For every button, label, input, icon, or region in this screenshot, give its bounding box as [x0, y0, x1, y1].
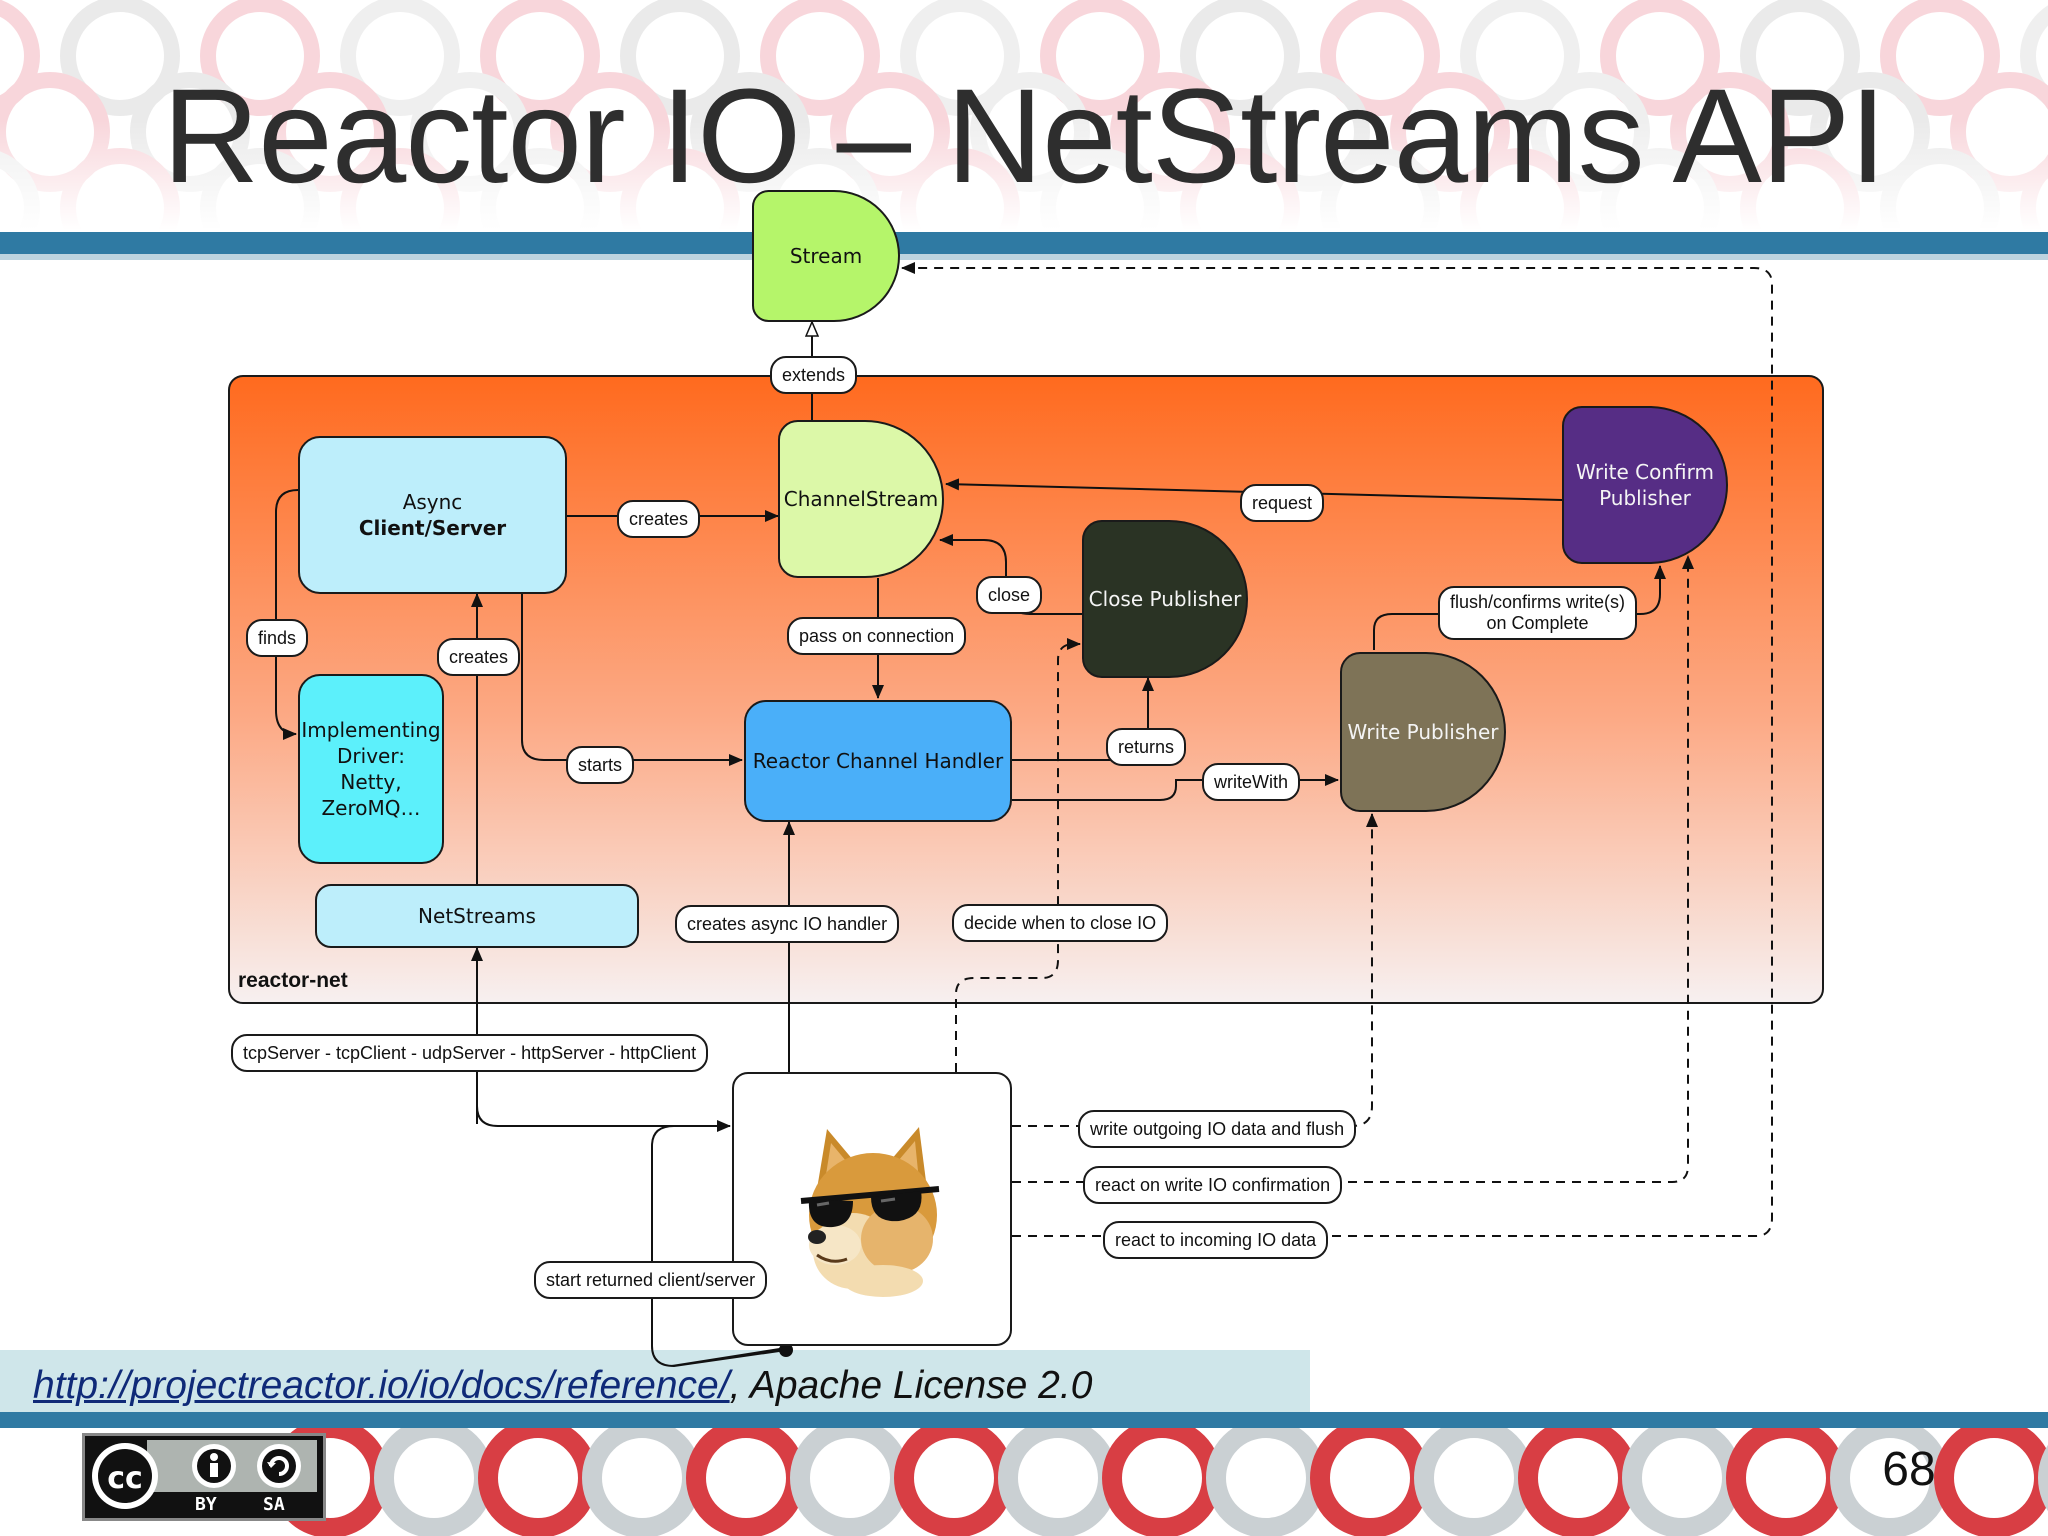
driver-line-2: Driver: [337, 744, 405, 768]
decor-ring [1740, 0, 1860, 116]
top-band [0, 232, 2048, 254]
cc-sa-text: SA [263, 1494, 285, 1515]
tag-decide-close: decide when to close IO [952, 904, 1169, 942]
slide-title: Reactor IO – NetStreams API [162, 62, 1886, 211]
tag-starts: starts [566, 746, 635, 784]
decor-ring [2020, 5, 2048, 107]
tag-creates-async: creates [437, 638, 521, 676]
decor-ring [340, 0, 460, 116]
footer-license-text: , Apache License 2.0 [729, 1364, 1093, 1407]
edge-starts [521, 594, 743, 766]
netstreams-node: NetStreams [315, 884, 639, 948]
cc-by-text: BY [195, 1494, 217, 1515]
tag-finds: finds [246, 619, 309, 657]
footer-bar [0, 1350, 1310, 1418]
flush-confirms-line-1: flush/confirms write(s) [1450, 592, 1626, 612]
stream-label: Stream [789, 244, 863, 268]
decor-ring [200, 0, 320, 116]
reactor-channel-handler-node: Reactor Channel Handler [744, 700, 1012, 822]
write-publisher-label: Write Publisher [1347, 720, 1499, 744]
tag-react-incoming: react to incoming IO data [1103, 1221, 1329, 1259]
decor-ring [760, 0, 880, 116]
decor-ring [1320, 0, 1440, 116]
page-number: 68 [1882, 1443, 1936, 1496]
svg-text:cc: cc [107, 1461, 143, 1496]
decor-ring [1880, 0, 2000, 116]
doge-with-sunglasses-icon [800, 1127, 940, 1297]
decor-ring [0, 0, 40, 113]
channel-stream-node: ChannelStream [778, 420, 944, 578]
tag-write-outgoing: write outgoing IO data and flush [1078, 1110, 1357, 1148]
write-confirm-line-2: Publisher [1599, 486, 1691, 510]
driver-line-3: Netty, [340, 770, 402, 794]
tag-factory-methods: tcpServer - tcpClient - udpServer - http… [231, 1034, 709, 1072]
edge-start-returned [651, 1125, 787, 1368]
write-confirm-line-1: Write Confirm [1576, 460, 1714, 484]
cc-by-sa-icons: cc [85, 1436, 323, 1518]
tag-react-write-confirm: react on write IO confirmation [1083, 1166, 1343, 1204]
client-server-label: Client/Server [358, 516, 507, 540]
handler-label: Reactor Channel Handler [752, 749, 1004, 773]
netstreams-label: NetStreams [418, 904, 536, 928]
write-publisher-node: Write Publisher [1340, 652, 1506, 812]
tag-extends: extends [770, 356, 858, 394]
decor-ring [620, 0, 740, 116]
edge-react-write-confirm [1012, 555, 1694, 1183]
tag-creates-channel: creates [617, 500, 701, 538]
edge-write-outgoing [1012, 813, 1378, 1127]
close-publisher-node: Close Publisher [1082, 520, 1248, 678]
decor-ring [60, 0, 180, 116]
channel-stream-label: ChannelStream [783, 487, 939, 511]
decor-ring [1460, 0, 1580, 116]
tag-close: close [976, 576, 1043, 614]
stream-node: Stream [752, 190, 900, 322]
decor-ring [1040, 0, 1160, 116]
package-label: reactor-net [238, 969, 348, 992]
decor-ring [900, 0, 1020, 116]
tag-creates-async-io-handler: creates async IO handler [675, 905, 900, 943]
decor-ring [480, 0, 600, 116]
decor-ring [1180, 0, 1300, 116]
write-confirm-publisher-node: Write Confirm Publisher [1562, 406, 1728, 564]
tag-pass-on-connection: pass on connection [787, 617, 967, 655]
driver-line-4: ZeroMQ… [321, 796, 421, 820]
async-client-server-node: Async Client/Server [298, 436, 567, 594]
implementing-driver-node: Implementing Driver: Netty, ZeroMQ… [298, 674, 444, 864]
decor-ring [1600, 0, 1720, 116]
edge-react-incoming [901, 262, 1773, 1237]
tag-request: request [1240, 484, 1325, 522]
edge-factory-doge [476, 1070, 731, 1132]
footer-reference: http://projectreactor.io/io/docs/referen… [33, 1364, 1092, 1408]
edge-decide-close [955, 638, 1081, 1072]
bottom-band [0, 1412, 2048, 1428]
tag-flush-confirms: flush/confirms write(s) on Complete [1438, 586, 1638, 640]
async-label: Async [402, 490, 463, 514]
tag-start-returned: start returned client/server [534, 1261, 768, 1299]
driver-line-1: Implementing [301, 718, 441, 742]
creative-commons-badge: cc BY SA [82, 1433, 326, 1521]
developer-box [732, 1072, 1012, 1346]
footer-reference-link[interactable]: http://projectreactor.io/io/docs/referen… [33, 1364, 730, 1407]
edge-write-with [1012, 774, 1339, 801]
tag-write-with: writeWith [1202, 763, 1301, 801]
close-publisher-label: Close Publisher [1088, 587, 1242, 611]
flush-confirms-line-2: on Complete [1486, 613, 1589, 633]
edge-finds [275, 489, 299, 740]
tag-returns: returns [1106, 728, 1187, 766]
